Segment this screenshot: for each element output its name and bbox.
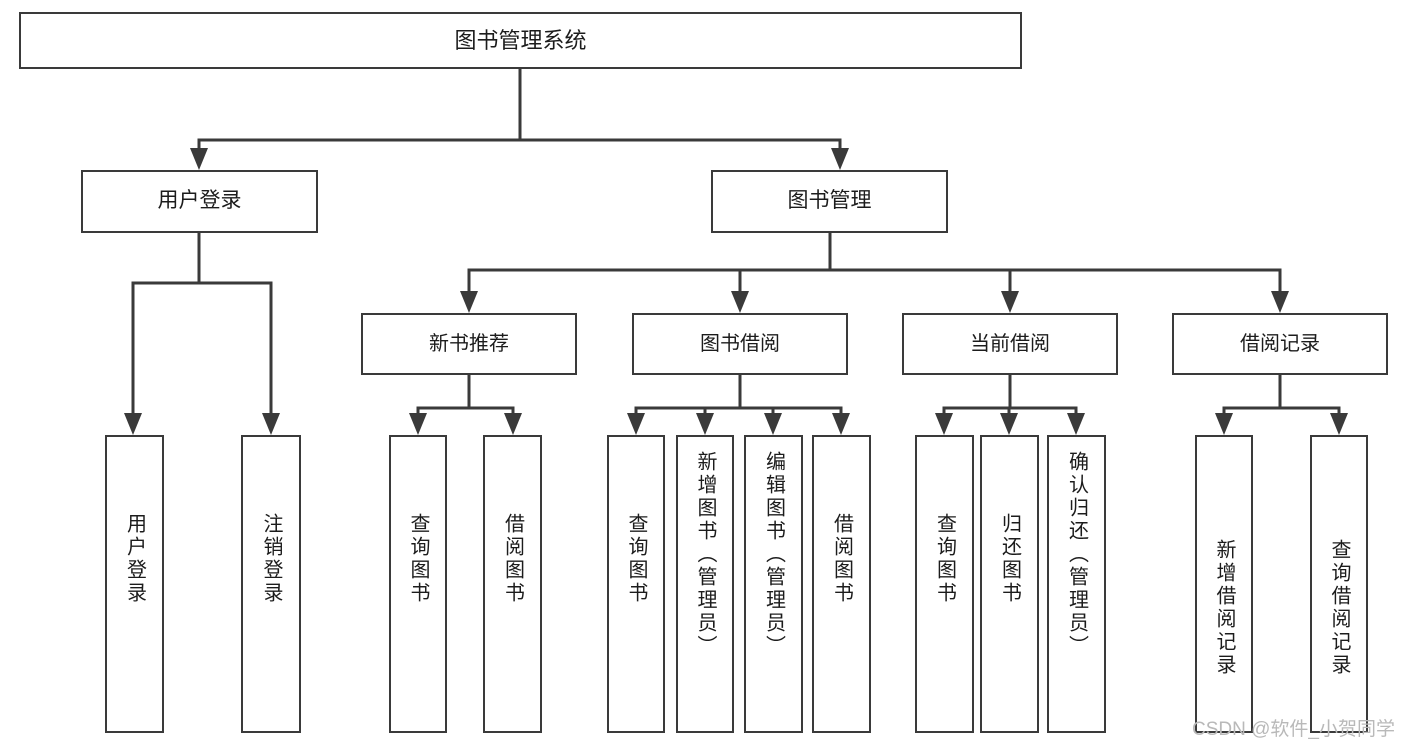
- node-level3-1[interactable]: 图书借阅: [632, 313, 848, 375]
- node-root[interactable]: 图书管理系统: [19, 12, 1022, 69]
- node-root-label: 图书管理系统: [454, 27, 587, 53]
- node-level3-0-label: 新书推荐: [429, 332, 509, 355]
- arrowhead-icon: [190, 148, 208, 170]
- arrowhead-icon: [1001, 291, 1019, 313]
- node-leaf-0-label: 用户登录: [123, 513, 146, 605]
- arrowhead-icon: [409, 413, 427, 435]
- arrowhead-icon: [124, 413, 142, 435]
- arrowhead-icon: [935, 413, 953, 435]
- node-level2-1-label: 图书管理: [787, 189, 872, 213]
- node-leaf-9-label: 归还图书: [998, 513, 1021, 605]
- node-leaf-3-label: 借阅图书: [501, 513, 524, 605]
- arrowhead-icon: [832, 413, 850, 435]
- arrowhead-icon: [460, 291, 478, 313]
- arrowhead-icon: [1215, 413, 1233, 435]
- node-leaf-2-label: 查询图书: [407, 513, 429, 605]
- node-leaf-9[interactable]: 归还图书: [980, 435, 1039, 733]
- node-level2-0[interactable]: 用户登录: [81, 170, 318, 233]
- node-leaf-7[interactable]: 借阅图书: [812, 435, 871, 733]
- node-level3-2-label: 当前借阅: [970, 332, 1050, 355]
- node-level3-1-label: 图书借阅: [700, 332, 780, 355]
- watermark: CSDN @软件_小贺同学: [1192, 719, 1395, 740]
- node-leaf-12-label: 查询借阅记录: [1328, 539, 1350, 677]
- node-leaf-1[interactable]: 注销登录: [241, 435, 301, 733]
- node-level2-1[interactable]: 图书管理: [711, 170, 948, 233]
- arrowhead-icon: [831, 148, 849, 170]
- node-leaf-3[interactable]: 借阅图书: [483, 435, 542, 733]
- node-level3-3[interactable]: 借阅记录: [1172, 313, 1388, 375]
- node-leaf-8-label: 查询图书: [933, 513, 956, 605]
- node-leaf-8[interactable]: 查询图书: [915, 435, 974, 733]
- arrowhead-icon: [1271, 291, 1289, 313]
- node-leaf-4[interactable]: 查询图书: [607, 435, 665, 733]
- node-leaf-12[interactable]: 查询借阅记录: [1310, 435, 1368, 733]
- arrowhead-icon: [1067, 413, 1085, 435]
- node-leaf-6-label: 编辑图书（管理员）: [762, 451, 785, 658]
- node-leaf-5[interactable]: 新增图书（管理员）: [676, 435, 734, 733]
- node-leaf-1-label: 注销登录: [260, 513, 282, 605]
- arrowhead-icon: [627, 413, 645, 435]
- node-level3-0[interactable]: 新书推荐: [361, 313, 577, 375]
- node-leaf-7-label: 借阅图书: [830, 513, 853, 605]
- arrowhead-icon: [764, 413, 782, 435]
- node-level2-0-label: 用户登录: [157, 189, 242, 213]
- node-leaf-2[interactable]: 查询图书: [389, 435, 447, 733]
- arrowhead-icon: [731, 291, 749, 313]
- node-leaf-11[interactable]: 新增借阅记录: [1195, 435, 1253, 733]
- node-level3-3-label: 借阅记录: [1240, 332, 1320, 355]
- node-level3-2[interactable]: 当前借阅: [902, 313, 1118, 375]
- node-leaf-10-label: 确认归还（管理员）: [1065, 451, 1088, 658]
- arrowhead-icon: [504, 413, 522, 435]
- arrowhead-icon: [262, 413, 280, 435]
- arrowhead-icon: [1000, 413, 1018, 435]
- arrowhead-icon: [696, 413, 714, 435]
- node-leaf-6[interactable]: 编辑图书（管理员）: [744, 435, 803, 733]
- node-leaf-4-label: 查询图书: [625, 513, 647, 605]
- node-leaf-10[interactable]: 确认归还（管理员）: [1047, 435, 1106, 733]
- connector-arrowheads: [124, 148, 1348, 435]
- arrowhead-icon: [1330, 413, 1348, 435]
- node-leaf-11-label: 新增借阅记录: [1213, 539, 1235, 677]
- node-leaf-0[interactable]: 用户登录: [105, 435, 164, 733]
- node-leaf-5-label: 新增图书（管理员）: [694, 451, 716, 658]
